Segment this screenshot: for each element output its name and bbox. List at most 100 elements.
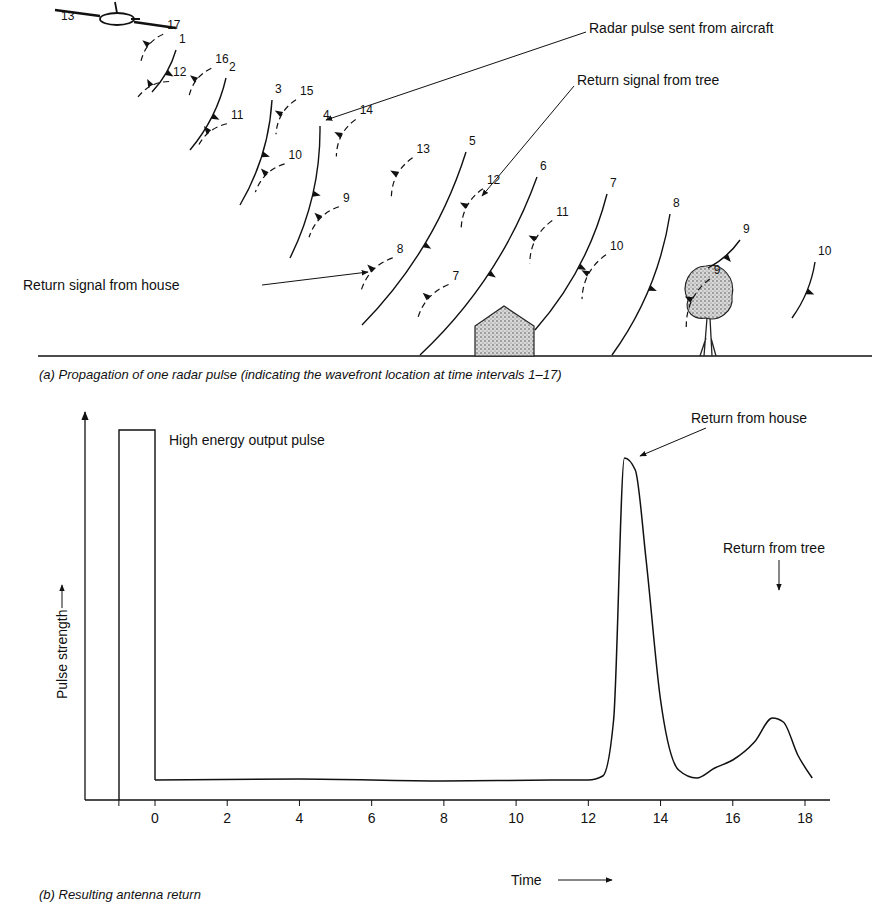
direction-arrow bbox=[312, 191, 320, 197]
direction-arrow bbox=[488, 271, 496, 278]
tick-label: 8 bbox=[439, 810, 449, 826]
direction-arrow bbox=[190, 75, 198, 82]
return-signal bbox=[530, 221, 553, 264]
tick-label: 4 bbox=[295, 810, 305, 826]
direction-arrow bbox=[581, 270, 589, 276]
tick-label: 10 bbox=[507, 810, 525, 826]
return-signal bbox=[189, 68, 212, 98]
direction-arrow bbox=[578, 264, 586, 270]
aircraft bbox=[55, 2, 176, 28]
time-number: 8 bbox=[672, 197, 681, 211]
direction-arrow bbox=[460, 203, 468, 209]
return-signal bbox=[141, 34, 163, 62]
time-number: 8 bbox=[396, 243, 405, 257]
tick-label: 0 bbox=[150, 810, 160, 826]
return-signal bbox=[461, 189, 483, 230]
time-number: 10 bbox=[288, 149, 303, 163]
callout-label: Return signal from house bbox=[22, 277, 180, 293]
time-number: 2 bbox=[228, 61, 237, 75]
direction-arrow bbox=[648, 285, 657, 291]
return-signal bbox=[336, 119, 355, 156]
wavefront bbox=[190, 78, 226, 150]
direction-arrow bbox=[723, 254, 731, 262]
time-number: 10 bbox=[609, 240, 624, 254]
leader-line bbox=[326, 32, 586, 120]
callout-label: Return from tree bbox=[722, 540, 826, 556]
time-number: 7 bbox=[609, 177, 618, 191]
direction-arrow bbox=[211, 113, 219, 119]
direction-arrow bbox=[165, 70, 173, 77]
callout-label: Return from house bbox=[690, 410, 808, 426]
wavefront bbox=[290, 126, 320, 258]
direction-arrow bbox=[529, 235, 537, 241]
time-number: 4 bbox=[322, 109, 331, 123]
figure-caption: (b) Resulting antenna return bbox=[38, 888, 202, 903]
time-number: 11 bbox=[230, 109, 244, 123]
time-number: 17 bbox=[166, 19, 181, 33]
direction-arrow bbox=[367, 264, 375, 272]
return-signal bbox=[686, 279, 709, 327]
antenna-return-curve bbox=[155, 458, 812, 781]
axis-title: Pulse strength bbox=[54, 609, 70, 701]
time-number: 1 bbox=[178, 33, 187, 47]
time-number: 9 bbox=[342, 192, 351, 206]
tick-label: 16 bbox=[724, 810, 742, 826]
direction-arrow bbox=[142, 40, 150, 47]
direction-arrow bbox=[806, 289, 815, 295]
axis-title: Time bbox=[510, 872, 543, 888]
tree bbox=[685, 265, 733, 356]
return-signal bbox=[391, 158, 412, 196]
return-signal bbox=[255, 164, 284, 192]
tick-label: 14 bbox=[652, 810, 670, 826]
time-number: 3 bbox=[274, 83, 283, 97]
tick-label: 2 bbox=[222, 810, 232, 826]
callout-label: Return signal from tree bbox=[576, 72, 720, 88]
leader-line bbox=[779, 560, 780, 590]
wavefront bbox=[708, 240, 740, 268]
time-number: 13 bbox=[60, 10, 75, 24]
tick-label: 6 bbox=[367, 810, 377, 826]
time-number: 13 bbox=[416, 143, 431, 157]
direction-arrow bbox=[275, 110, 283, 117]
time-number: 14 bbox=[359, 104, 374, 118]
direction-arrow bbox=[334, 132, 342, 138]
wavefront bbox=[612, 214, 670, 355]
axis-tick bbox=[660, 800, 661, 806]
axis-tick bbox=[371, 800, 372, 806]
return-signal bbox=[197, 124, 227, 149]
leader-line bbox=[482, 86, 574, 196]
direction-arrow bbox=[261, 152, 270, 158]
axis-tick bbox=[227, 800, 228, 806]
return-signal bbox=[361, 258, 392, 290]
axis-tick bbox=[588, 800, 589, 806]
direction-arrow bbox=[314, 213, 322, 221]
callout-label: High energy output pulse bbox=[168, 432, 326, 448]
return-signal bbox=[417, 285, 448, 320]
time-number: 9 bbox=[742, 223, 751, 237]
return-signal bbox=[137, 81, 169, 98]
time-number: 16 bbox=[214, 53, 229, 67]
return-signal bbox=[276, 100, 296, 135]
figure-caption: (a) Propagation of one radar pulse (indi… bbox=[38, 368, 562, 383]
axis-tick bbox=[516, 800, 517, 806]
direction-arrow bbox=[204, 126, 211, 134]
time-number: 6 bbox=[539, 160, 548, 174]
direction-arrow bbox=[147, 79, 153, 87]
wavefront bbox=[535, 194, 607, 330]
time-number: 15 bbox=[299, 85, 314, 99]
direction-arrow bbox=[423, 293, 431, 301]
callout-label: Radar pulse sent from aircraft bbox=[588, 20, 774, 36]
tick-label: 12 bbox=[580, 810, 598, 826]
axis-tick bbox=[732, 800, 733, 806]
axis-tick bbox=[155, 800, 156, 806]
time-number: 9 bbox=[713, 264, 722, 278]
wavefront bbox=[240, 100, 272, 205]
axis-tick bbox=[805, 800, 806, 806]
ground-line bbox=[38, 355, 872, 357]
direction-arrow bbox=[390, 170, 398, 177]
time-number: 5 bbox=[468, 135, 477, 149]
house bbox=[475, 306, 534, 356]
axis-tick bbox=[118, 800, 119, 806]
direction-arrow bbox=[261, 169, 269, 177]
